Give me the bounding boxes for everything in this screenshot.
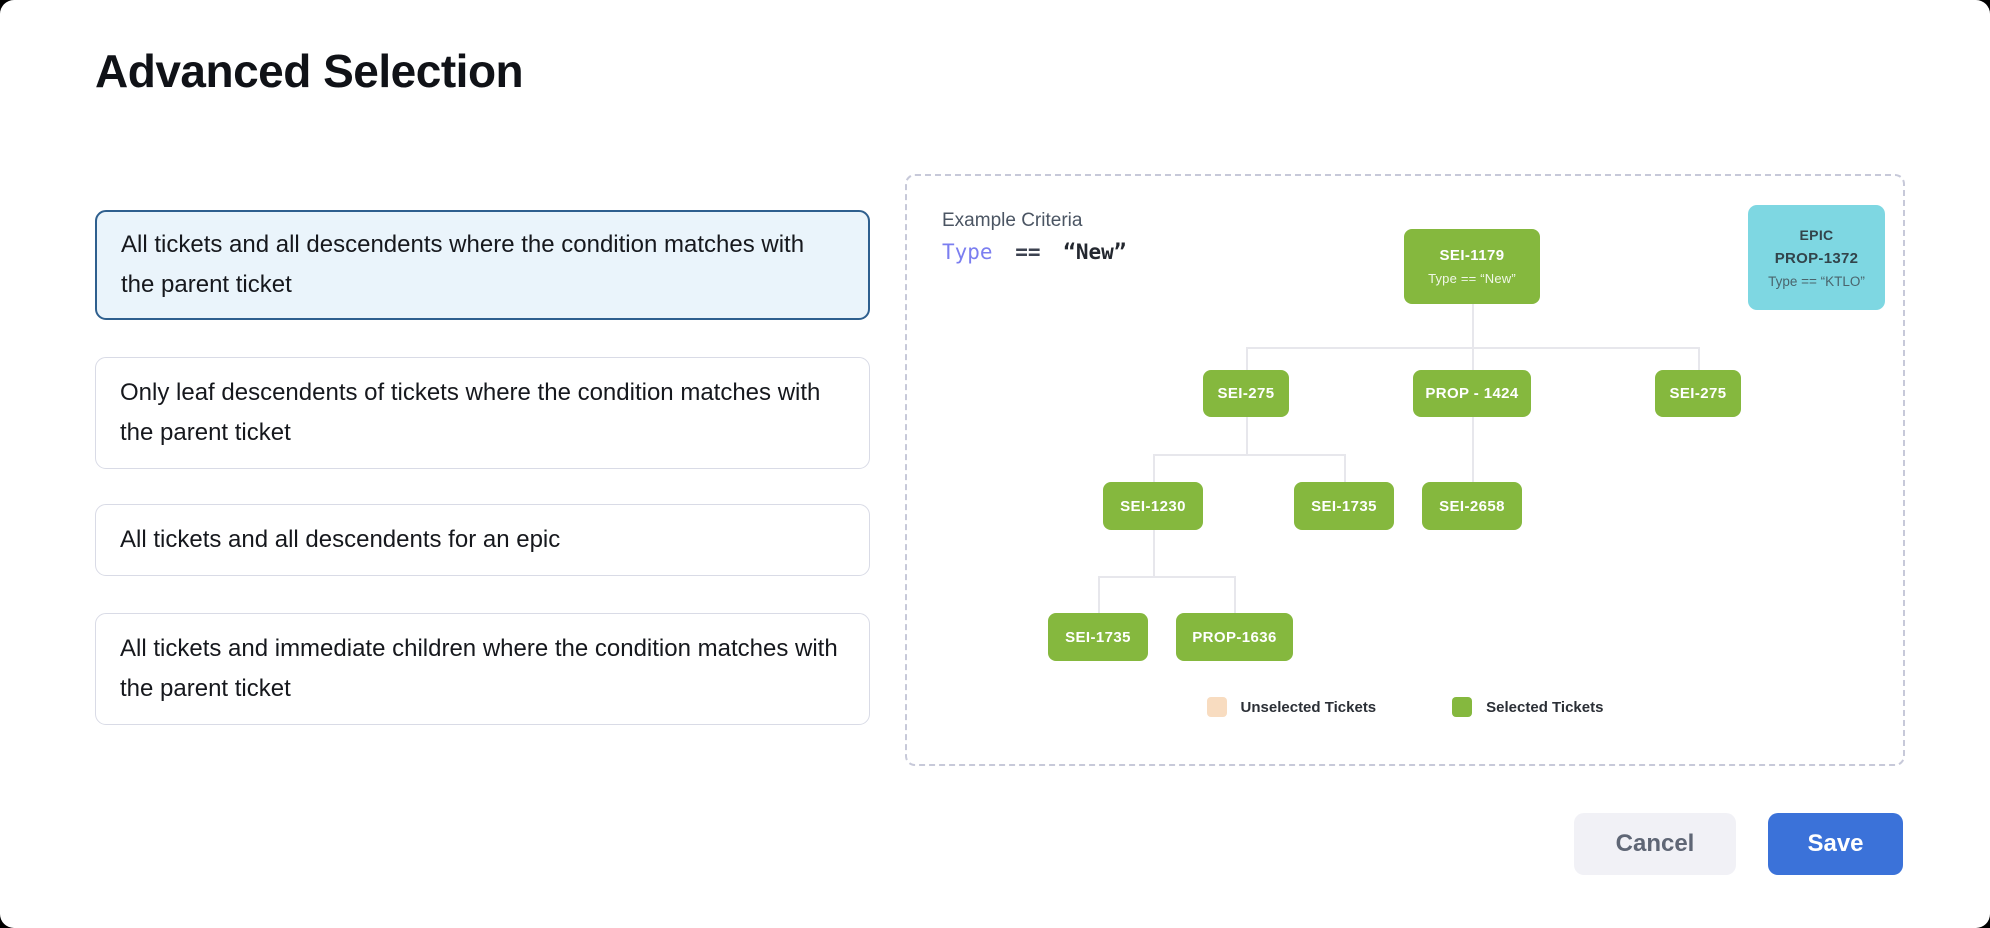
option-leaf-descendents-condition[interactable]: Only leaf descendents of tickets where t… [95, 357, 870, 469]
example-criteria-code: Type == “New” [942, 240, 1126, 264]
criteria-value: “New” [1063, 240, 1127, 264]
option-label: All tickets and immediate children where… [120, 635, 838, 702]
dialog-title: Advanced Selection [95, 45, 524, 97]
tree-connector [1698, 347, 1700, 370]
tree-connector [1153, 454, 1345, 456]
tree-connector [1472, 347, 1474, 370]
option-label: All tickets and all descendents where th… [121, 231, 805, 298]
tree-connector [1098, 576, 1100, 613]
tree-connector [1098, 576, 1235, 578]
tree-node-sei-2658: SEI-2658 [1422, 482, 1522, 530]
option-label: All tickets and all descendents for an e… [120, 526, 561, 553]
legend-item-selected: Selected Tickets [1452, 697, 1603, 717]
tree-node-sei-1230: SEI-1230 [1103, 482, 1203, 530]
criteria-field: Type [942, 240, 993, 264]
tree-node-criteria: Type == “New” [1428, 271, 1516, 286]
tree-node-sei-275-left: SEI-275 [1203, 370, 1289, 417]
legend-label: Selected Tickets [1486, 698, 1604, 716]
legend-label: Unselected Tickets [1240, 698, 1377, 716]
option-all-descendents-epic[interactable]: All tickets and all descendents for an e… [95, 504, 870, 576]
tree-connector [1246, 347, 1248, 370]
tree-node-label: PROP - 1424 [1425, 385, 1519, 402]
option-immediate-children-condition[interactable]: All tickets and immediate children where… [95, 613, 870, 725]
tree-node-prop-1636: PROP-1636 [1176, 613, 1293, 661]
legend-item-unselected: Unselected Tickets [1206, 697, 1377, 717]
tree-node-label: SEI-1735 [1311, 497, 1377, 515]
tree-node-label: SEI-1735 [1065, 628, 1131, 646]
tree-node-label: SEI-2658 [1439, 497, 1505, 515]
tree-connector [1234, 576, 1236, 613]
tree-connector [1344, 454, 1346, 482]
epic-card: EPIC PROP-1372 Type == “KTLO” [1748, 205, 1885, 310]
tree-node-label: SEI-275 [1217, 385, 1275, 402]
tree-node-sei-275-right: SEI-275 [1655, 370, 1741, 417]
option-label: Only leaf descendents of tickets where t… [120, 379, 821, 446]
example-criteria-label: Example Criteria [942, 210, 1083, 231]
legend-swatch-unselected [1206, 697, 1227, 717]
tree-connector [1153, 530, 1155, 576]
tree-node-label: PROP-1636 [1192, 628, 1277, 646]
epic-card-id: PROP-1372 [1774, 249, 1859, 267]
tree-node-label: SEI-275 [1669, 385, 1727, 402]
cancel-button[interactable]: Cancel [1574, 813, 1736, 875]
tree-connector [1246, 417, 1248, 454]
tree-connector [1153, 454, 1155, 482]
legend-swatch-selected [1452, 697, 1473, 717]
tree-connector [1472, 417, 1474, 482]
tree-node-prop-1424: PROP - 1424 [1413, 370, 1531, 417]
tree-node-sei-1735-leaf: SEI-1735 [1048, 613, 1148, 661]
option-all-descendents-condition[interactable]: All tickets and all descendents where th… [95, 210, 870, 320]
legend: Unselected Tickets Selected Tickets [907, 697, 1903, 717]
tree-node-label: SEI-1230 [1120, 497, 1186, 515]
tree-node-label: SEI-1179 [1439, 247, 1505, 264]
epic-card-type: EPIC [1799, 226, 1834, 243]
criteria-operator: == [1015, 240, 1041, 264]
epic-card-criteria: Type == “KTLO” [1768, 273, 1865, 289]
tree-connector [1472, 304, 1474, 347]
save-button[interactable]: Save [1768, 813, 1903, 875]
tree-node-sei-1179: SEI-1179 Type == “New” [1404, 229, 1540, 304]
tree-node-sei-1735: SEI-1735 [1294, 482, 1394, 530]
example-panel: Example Criteria Type == “New” EPIC PROP… [905, 174, 1905, 766]
